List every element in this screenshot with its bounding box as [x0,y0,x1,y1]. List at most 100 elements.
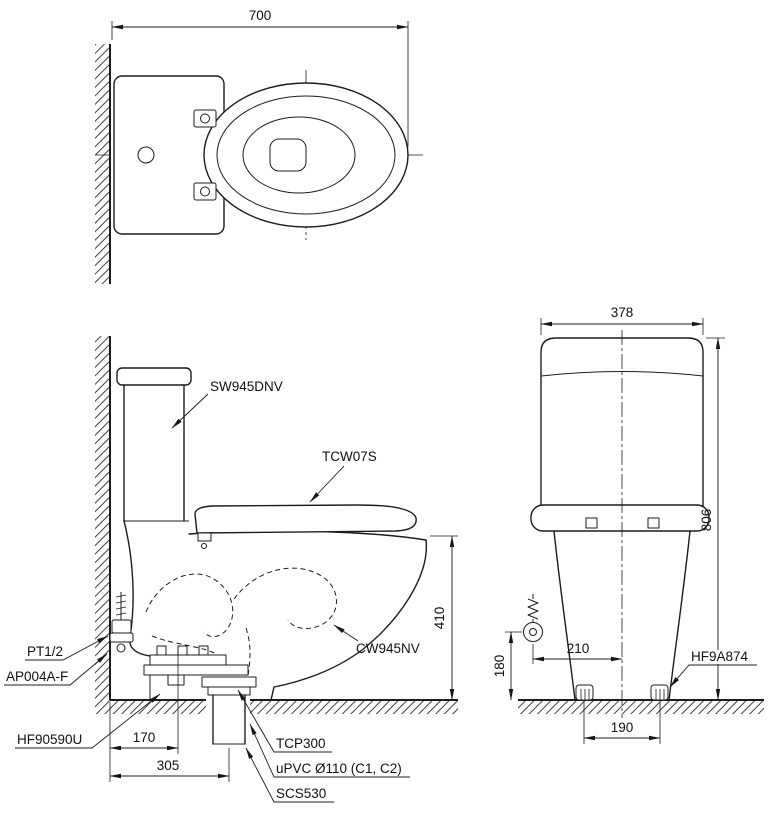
dim-seat-height-value: 410 [432,607,447,630]
leader-line [237,689,332,753]
front-view: 378 806 180 210 190 HF9A874 [492,305,764,744]
label-washlet-seat: TCW07S [309,449,377,503]
dim-fixing-offset: 170 [109,648,179,782]
seat-lid-top-view [203,82,409,228]
label-outlet-socket: TCP300 [237,689,332,753]
dim-seat-height: 410 [430,535,458,701]
supply-valve-front-view [523,594,543,642]
floor-hatch-left [110,700,206,714]
label-bowl-text: CW945NV [356,641,420,656]
label-cistern-text: SW945DNV [210,379,283,394]
supply-valve-side-view [109,592,134,653]
bolt-cap-right [650,684,669,701]
valve-thread [115,600,127,604]
trapway-curve-rear [145,573,234,638]
dim-bolt-spacing: 190 [583,702,661,744]
dim-overall-depth: 700 [111,8,409,147]
label-bowl: CW945NV [333,624,420,656]
washlet-seat-side-view [194,504,417,549]
leader-line [245,747,334,803]
label-floor-fixing-text: HF90590U [17,732,82,747]
dim-bolt-spacing-value: 190 [611,720,634,735]
label-mask [687,650,760,664]
dim-outlet-offset: 305 [109,748,230,782]
seat-band-front [530,504,710,532]
valve-thread [115,606,127,610]
flange-lower-plate [143,664,249,676]
floor-hatch-front [518,700,764,714]
leader-line [171,393,209,429]
cistern-side-view [116,367,192,522]
label-drain-pipe-text: uPVC Ø110 (C1, C2) [276,761,402,776]
valve-thread [115,612,127,616]
valve-knob-front [523,622,543,642]
seat-nozzle-tip [201,543,207,549]
wall-hatch-top-view [95,44,110,284]
outlet-socket-flange [201,676,257,688]
fixing-bolt-block [167,674,185,686]
dim-total-height-value: 806 [699,509,714,532]
dim-valve-offset-value: 210 [567,641,590,656]
dim-valve-height: 180 [492,631,522,701]
flush-button-top-view [137,146,155,164]
leader-line [669,664,757,688]
top-view: 700 [95,8,424,284]
leader-line [333,624,359,642]
cistern-lid-line [540,371,704,377]
seat-hinge-left [585,517,598,529]
seat-nozzle [197,532,212,542]
wall-hatch-side-view [95,336,110,714]
label-pipe-seal-text: SCS530 [276,786,326,801]
side-view: 410 170 305 SW945DNV TCW07S CW945NV [4,336,458,803]
dim-fixing-offset-value: 170 [133,730,156,745]
label-supply-valve: PT1/2 [25,635,109,661]
flange-upper-plate [149,654,227,666]
lid-inner-contour [216,95,396,215]
trapway-curve-front [233,567,337,629]
bolt-cap-left [575,684,594,701]
label-bolt-cap: HF9A874 [669,649,760,688]
trapway-outlet-left [151,635,229,677]
valve-spring [527,598,539,620]
floor-hatch-right [250,700,458,714]
label-bolt-cap-text: HF9A874 [691,649,749,664]
leader-line [309,465,345,503]
floor-flange-assembly [143,645,257,700]
dim-valve-height-value: 180 [492,655,507,678]
outlet-socket-collar [207,686,251,696]
label-drain-pipe: uPVC Ø110 (C1, C2) [249,723,410,778]
lid-center-contour [242,116,356,194]
dim-overall-depth-value: 700 [249,8,272,23]
label-outlet-socket-text: TCP300 [276,736,326,751]
leader-line [15,693,161,749]
hinge-bolt-upper [200,113,210,124]
bowl-front-profile [270,539,428,701]
cistern-body-side [123,384,185,522]
dim-valve-offset: 210 [532,641,623,664]
hinge-bracket-lower [193,182,217,201]
hinge-brackets-top-view [193,109,217,201]
label-pipe-seal: SCS530 [245,747,334,803]
seat-front-view [530,504,710,532]
valve-wall-bolt [116,643,126,653]
leader-line [249,723,410,778]
label-supply-valve-text: PT1/2 [27,644,63,659]
seat-profile-side [194,504,417,534]
hinge-bracket-upper [193,109,217,128]
dim-total-height: 806 [699,337,725,701]
label-wall-fitting-text: AP004A-F [6,669,68,684]
pedestal-left-edge [553,530,576,701]
seat-hinge-right [647,517,660,529]
valve-knob-center [529,628,537,636]
valve-wall-flange [109,632,134,643]
hinge-bolt-lower [200,186,210,197]
valve-thread [115,594,127,598]
leader-line [25,635,109,661]
label-cistern: SW945DNV [171,379,283,429]
dim-tank-width-value: 378 [611,305,634,320]
valve-body [111,619,132,634]
drain-pipe-side-view [212,694,246,745]
dim-outlet-offset-value: 305 [157,758,180,773]
